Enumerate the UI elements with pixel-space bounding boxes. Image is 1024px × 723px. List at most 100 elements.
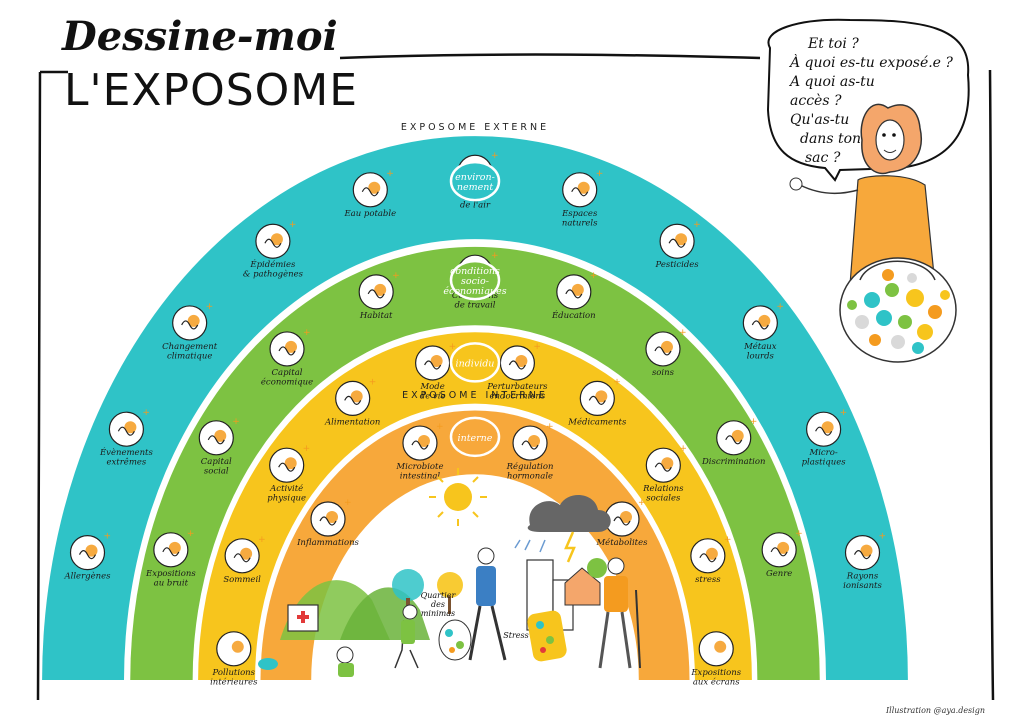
svg-text:+: +: [104, 532, 112, 542]
bubble-line-2: À quoi es-tu exposé.e ?: [788, 53, 953, 71]
factor-environnement-9: +Micro-plastiques: [802, 408, 848, 468]
factor-environnement-0: + Allergènes: [63, 532, 111, 582]
factor-label: Éducation: [551, 309, 596, 321]
frame-left-line: [36, 71, 42, 701]
rain-icon: [514, 539, 546, 553]
center-badge-environnement: environ-nement: [449, 160, 501, 202]
storm-cloud-icon: [527, 494, 611, 532]
house-icon: [564, 567, 601, 606]
sun-icon: [444, 483, 472, 511]
bubble-line-4: accès ?: [790, 93, 842, 109]
district-sign-line-3: minimas: [421, 609, 455, 618]
factor-label: Micro-plastiques: [802, 448, 847, 468]
svg-text:+: +: [436, 422, 444, 432]
svg-text:+: +: [303, 328, 311, 338]
svg-text:+: +: [344, 498, 352, 508]
district-sign-line-2: des: [431, 600, 445, 609]
svg-text:+: +: [795, 529, 803, 539]
svg-text:+: +: [386, 169, 394, 179]
bubble-line-6: dans ton: [800, 131, 861, 147]
bubble-line-3: A quoi as-tu: [788, 74, 875, 90]
face: [875, 119, 905, 161]
frame-right-line: [988, 69, 995, 701]
bag-dots: [847, 269, 950, 354]
svg-text:+: +: [449, 342, 457, 352]
factor-socio-5: +Éducation: [551, 271, 597, 321]
svg-text:+: +: [258, 535, 266, 545]
bubble-line-5: Qu'as-tu: [790, 112, 849, 128]
factor-label: Habitat: [359, 311, 393, 321]
factor-socio-8: +Genre: [761, 529, 803, 579]
svg-text:+: +: [546, 422, 554, 432]
svg-text:+: +: [289, 220, 297, 230]
svg-text:+: +: [638, 498, 646, 508]
svg-text:+: +: [491, 251, 499, 261]
svg-text:+: +: [533, 342, 541, 352]
factor-label: stress: [695, 575, 721, 585]
factor-environnement-4: +Eau potable: [343, 169, 396, 219]
svg-text:+: +: [613, 377, 621, 387]
svg-text:+: +: [596, 169, 604, 179]
svg-text:+: +: [693, 220, 701, 230]
factor-label: Épidémies& pathogènes: [243, 258, 304, 280]
lightning-icon: [564, 531, 576, 563]
rainbow-bands: [42, 136, 908, 681]
factor-label: Alimentation: [324, 417, 380, 427]
frame-top-line: [339, 53, 761, 60]
tree-icon: [392, 569, 424, 601]
factor-label: Médicaments: [567, 416, 627, 427]
svg-text:+: +: [369, 377, 377, 387]
factor-label: Allergènes: [63, 571, 111, 582]
band-label-internal: EXPOSOME INTERNE: [402, 390, 548, 401]
factor-socio-6: +soins: [645, 328, 687, 378]
factor-interne-0: + Inflammations: [296, 498, 359, 548]
sun-rays: [429, 468, 487, 526]
stress-sign: Stress: [503, 631, 528, 640]
toy: [258, 658, 278, 670]
svg-text:+: +: [750, 417, 758, 427]
factor-label: Pesticides: [654, 260, 699, 270]
center-label: interne: [458, 433, 493, 444]
factor-label: Inflammations: [296, 538, 359, 548]
rooftop-garden: [587, 558, 607, 578]
center-badge-individu: individu: [449, 342, 501, 383]
factor-individu-7: +stress: [690, 535, 731, 585]
svg-text:+: +: [392, 271, 400, 281]
svg-text:+: +: [303, 444, 311, 454]
factor-label: Métabolites: [595, 537, 648, 548]
title-line-1: Dessine-moi: [61, 13, 338, 60]
band-label-external: EXPOSOME EXTERNE: [401, 122, 549, 133]
illustration-credit: Illustration @aya.design: [885, 706, 985, 715]
blue-shirt-person: [476, 566, 496, 606]
bubble-line-7: sac ?: [805, 150, 841, 166]
factor-individu-5: + Médicaments: [567, 377, 627, 427]
